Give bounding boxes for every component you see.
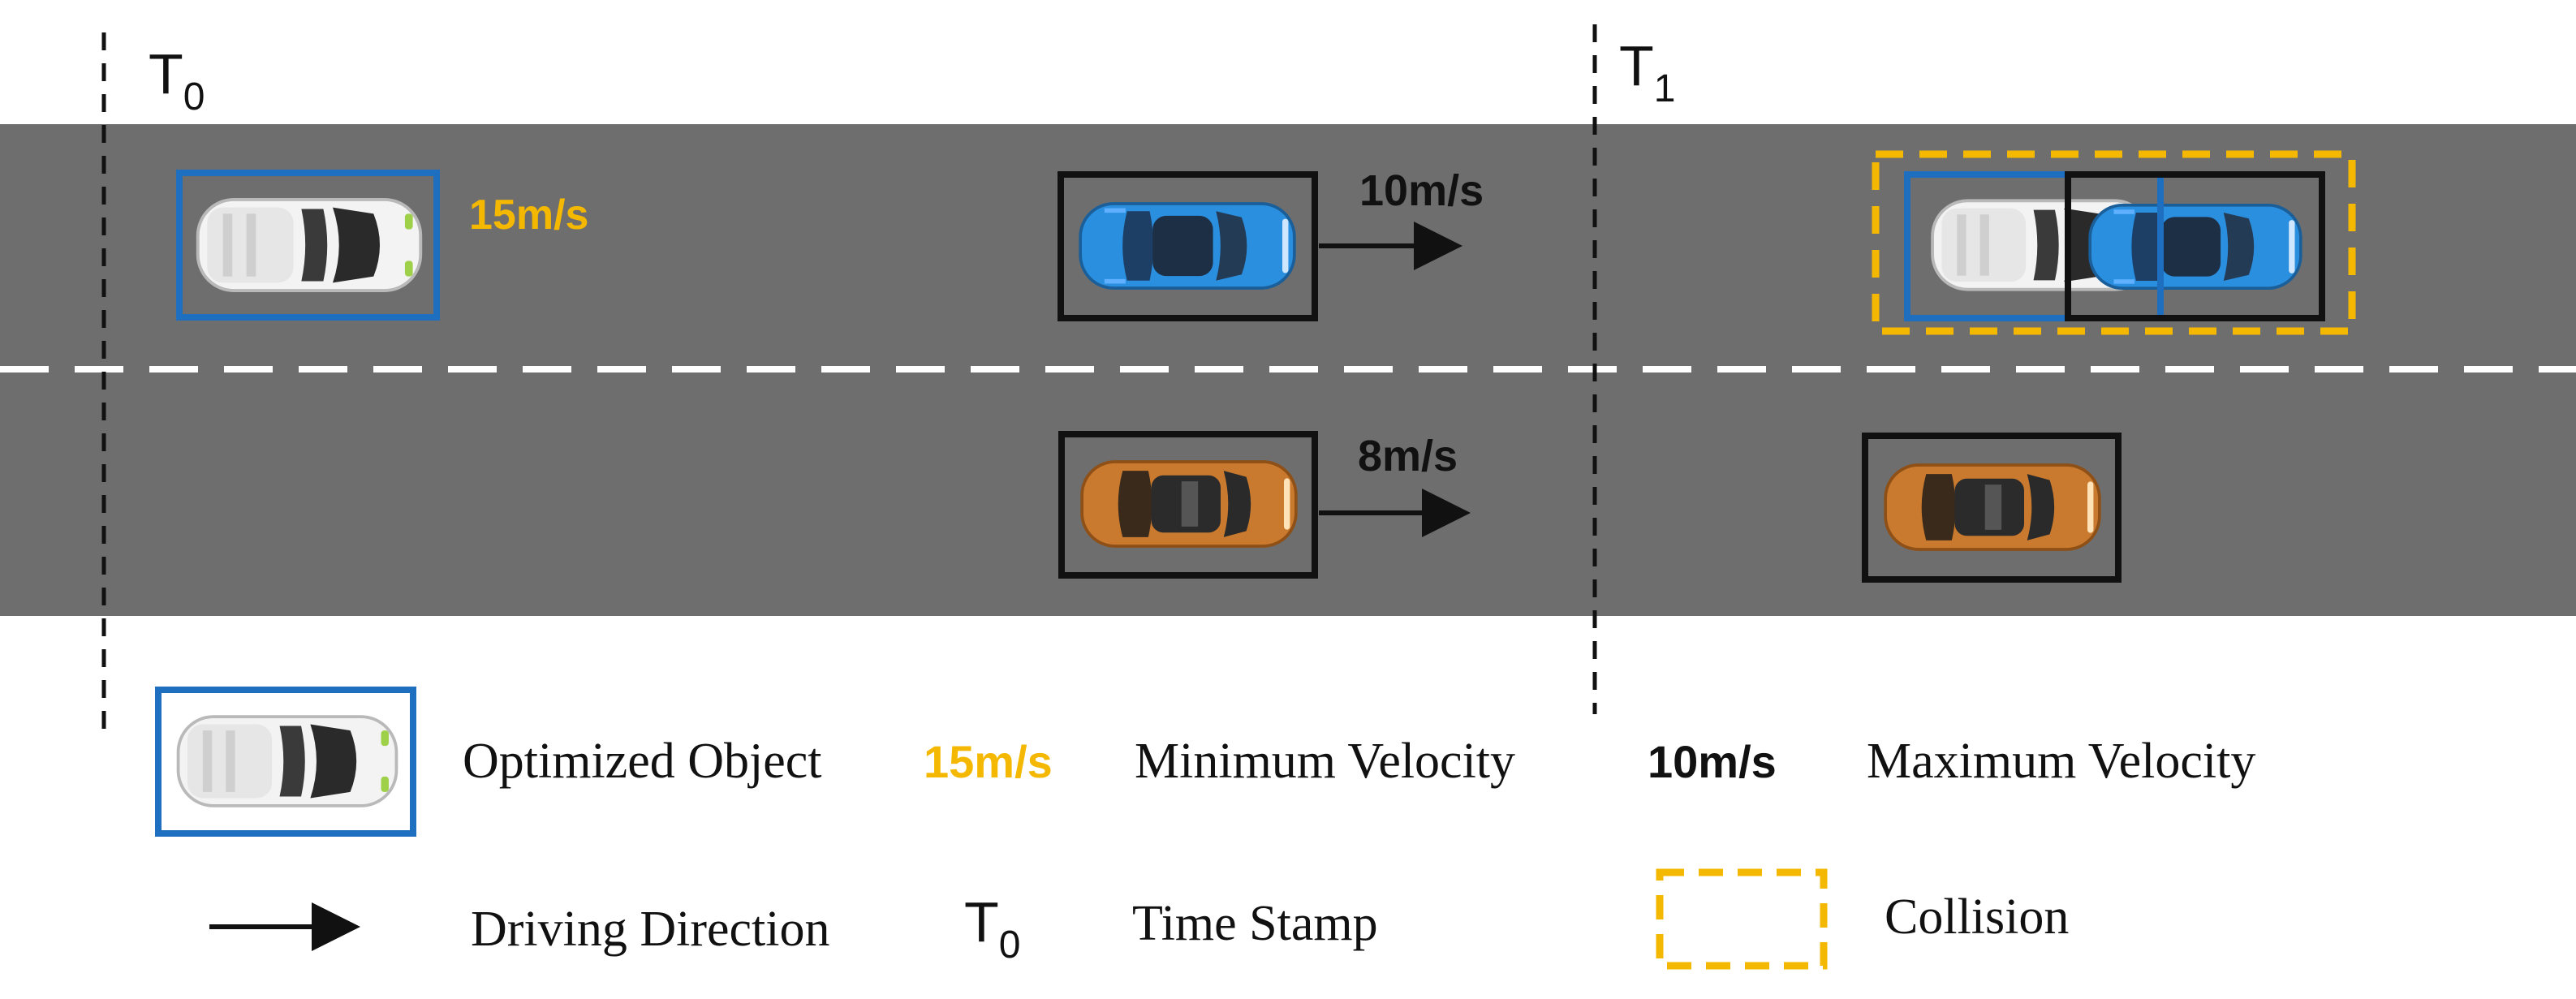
car-orange-icon bbox=[1884, 463, 2101, 551]
car-white-icon bbox=[196, 197, 423, 293]
legend-optimized-box bbox=[155, 687, 416, 837]
vehicle-box bbox=[2065, 171, 2325, 321]
legend-min-velocity-label: Minimum Velocity bbox=[1135, 734, 1515, 789]
legend-min-velocity-value: 15m/s bbox=[924, 736, 1053, 787]
legend-max-velocity-label: Maximum Velocity bbox=[1867, 734, 2255, 789]
car-white-icon bbox=[176, 715, 398, 807]
optimized-box bbox=[1904, 171, 2164, 321]
legend: Optimized Object 15m/s Minimum Velocity … bbox=[155, 687, 2255, 970]
legend-time-stamp-label: Time Stamp bbox=[1132, 896, 1378, 951]
collision-group-t1 bbox=[1872, 150, 2356, 335]
optimized-velocity-label: 15m/s bbox=[469, 192, 588, 239]
car-orange-icon bbox=[1080, 460, 1298, 548]
car-blue-icon bbox=[2088, 203, 2302, 291]
orange-car-velocity-label: 8m/s bbox=[1358, 432, 1458, 480]
legend-driving-direction: Driving Direction bbox=[471, 902, 830, 957]
t0-label: T0 bbox=[149, 42, 205, 118]
blue-car-velocity-label: 10m/s bbox=[1359, 166, 1484, 215]
t1-label: T1 bbox=[1619, 34, 1675, 110]
orange-car-t1 bbox=[1862, 433, 2122, 583]
vehicle-box bbox=[1058, 431, 1318, 579]
blue-car-t0 bbox=[1058, 171, 1318, 321]
legend-time-stamp-symbol: T0 bbox=[964, 890, 1020, 967]
optimized-car-t0 bbox=[176, 170, 440, 321]
orange-car-t0 bbox=[1058, 431, 1318, 579]
legend-optimized-object: Optimized Object bbox=[463, 734, 821, 789]
vehicle-box bbox=[1862, 433, 2122, 583]
dashed-box-icon bbox=[1656, 868, 1828, 970]
legend-collision: Collision bbox=[1885, 889, 2069, 945]
collision-box bbox=[1872, 150, 2356, 335]
car-blue-icon bbox=[1079, 202, 1296, 290]
vehicle-box bbox=[1058, 171, 1318, 321]
legend-max-velocity-value: 10m/s bbox=[1648, 736, 1777, 787]
optimized-box bbox=[176, 170, 440, 321]
